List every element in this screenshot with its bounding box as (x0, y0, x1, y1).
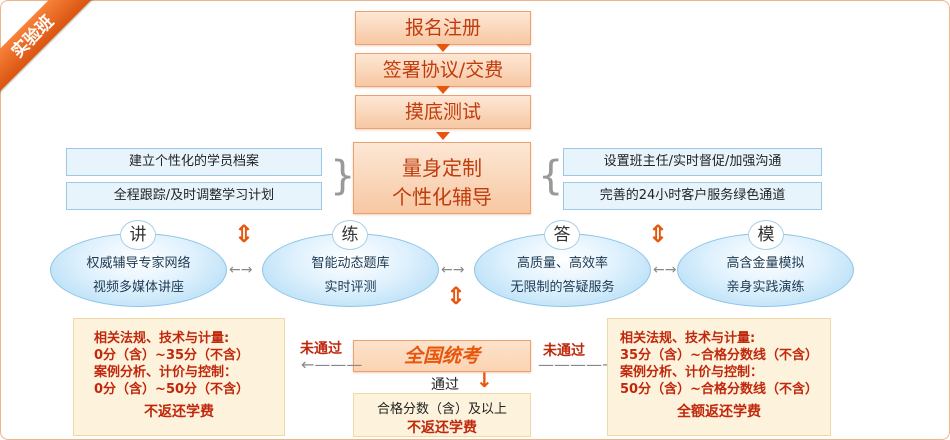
corner-ribbon: 实验班 (0, 0, 110, 110)
badge-lecture: 讲 (120, 220, 156, 250)
module-answer-line2: 无限制的答疑服务 (510, 280, 615, 295)
pass-label: 通过 (431, 377, 459, 393)
double-arrow-icon: ←→ (229, 262, 253, 278)
left-arrow-icon: ←——— (301, 355, 363, 374)
module-lecture-line2: 视频多媒体讲座 (92, 280, 184, 295)
module-lecture-line1: 权威辅导专家网络 (86, 256, 191, 271)
right-box-line: 案例分析、计价与控制： (620, 365, 764, 380)
down-arrow-icon (436, 86, 450, 94)
down-arrow-icon (436, 132, 450, 140)
right-result-box: 相关法规、技术与计量: 35分（含）~合格分数线（不含） 案例分析、计价与控制：… (607, 318, 831, 436)
double-arrow-icon: ←→ (653, 262, 677, 278)
fail-right-label: 未通过 (543, 343, 585, 359)
left-box-footer: 不返还学费 (144, 404, 214, 420)
pass-line2: 不返还学费 (407, 420, 477, 436)
step-custom: 量身定制 个性化辅导 (353, 142, 531, 214)
exam-title: 全国统考 (353, 340, 531, 372)
down-arrow-icon: ↓ (476, 368, 493, 392)
left-note-1: 建立个性化的学员档案 (66, 148, 322, 176)
module-practice-line1: 智能动态题库 (311, 256, 390, 271)
down-arrow-icon (436, 44, 450, 52)
left-note-2: 全程跟踪/及时调整学习计划 (66, 182, 322, 210)
up-down-arrow-icon: ⇕ (446, 282, 467, 310)
right-box-line: 相关法规、技术与计量: (620, 331, 756, 346)
module-mock-line1: 高含金量模拟 (726, 256, 805, 271)
pass-line1: 合格分数（含）及以上 (376, 402, 507, 417)
right-box-footer: 全额返还学费 (677, 404, 761, 420)
left-box-line: 0分（含）~35分（不含） (94, 348, 250, 363)
step-register: 报名注册 (355, 11, 531, 45)
fail-left-label: 未通过 (300, 341, 342, 357)
module-answer-line1: 高质量、高效率 (516, 256, 608, 271)
right-note-1: 设置班主任/实时督促/加强沟通 (563, 148, 822, 176)
step-custom-line2: 个性化辅导 (392, 185, 492, 209)
badge-mock: 模 (748, 220, 784, 250)
left-brace-icon: { (538, 153, 564, 199)
right-arrow-icon: ————→ (538, 355, 616, 374)
up-down-arrow-icon: ⇕ (648, 220, 669, 248)
double-arrow-icon: ←→ (441, 262, 465, 278)
pass-box: 合格分数（含）及以上 不返还学费 (353, 393, 531, 437)
left-box-line: 相关法规、技术与计量: (94, 331, 230, 346)
right-box-line: 35分（含）~合格分数线（不含） (620, 348, 818, 363)
up-down-arrow-icon: ⇕ (234, 220, 255, 248)
left-result-box: 相关法规、技术与计量: 0分（含）~35分（不含） 案例分析、计价与控制： 0分… (73, 318, 285, 436)
step-sign: 签署协议/交费 (355, 53, 531, 87)
step-test: 摸底测试 (355, 95, 531, 129)
left-box-line: 案例分析、计价与控制： (94, 365, 238, 380)
right-box-line: 50分（含）~合格分数线（不含） (620, 382, 818, 397)
module-mock-line2: 亲身实践演练 (726, 280, 805, 295)
ribbon-label: 实验班 (0, 0, 97, 101)
step-custom-line1: 量身定制 (402, 156, 482, 180)
right-note-2: 完善的24小时客户服务绿色通道 (563, 182, 822, 210)
badge-answer: 答 (544, 220, 580, 250)
left-box-line: 0分（含）~50分（不含） (94, 382, 250, 397)
module-practice-line2: 实时评测 (324, 280, 377, 295)
badge-practice: 练 (332, 220, 368, 250)
right-brace-icon: } (330, 153, 356, 199)
